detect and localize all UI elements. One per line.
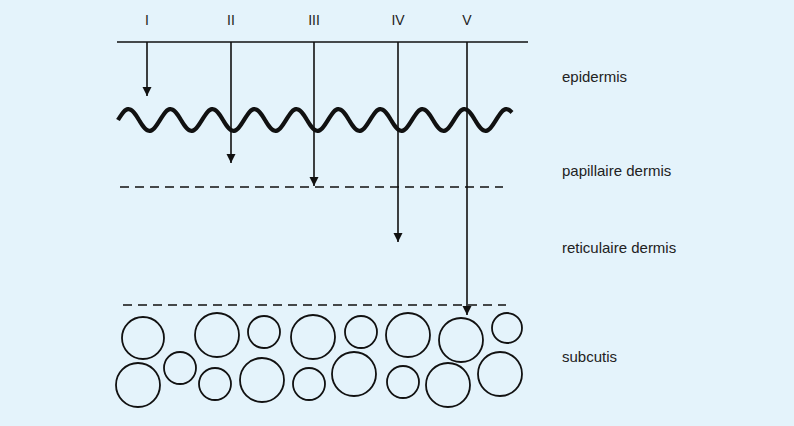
dermal-junction — [118, 109, 512, 131]
depth-arrow — [147, 42, 467, 315]
dermal-junction-line — [118, 109, 512, 131]
layer-label: subcutis — [562, 349, 617, 364]
degree-number: IV — [391, 13, 404, 27]
degree-number: II — [227, 13, 235, 27]
degree-number: I — [145, 13, 149, 27]
layer-label: papillaire dermis — [562, 163, 671, 178]
layer-boundary — [120, 186, 503, 187]
degree-number: III — [308, 13, 320, 27]
degree-number: V — [462, 13, 471, 27]
layer-label: reticulaire dermis — [562, 240, 676, 255]
fat-cells — [116, 313, 522, 407]
layer-label: epidermis — [562, 69, 627, 84]
layer-boundary — [123, 304, 506, 305]
